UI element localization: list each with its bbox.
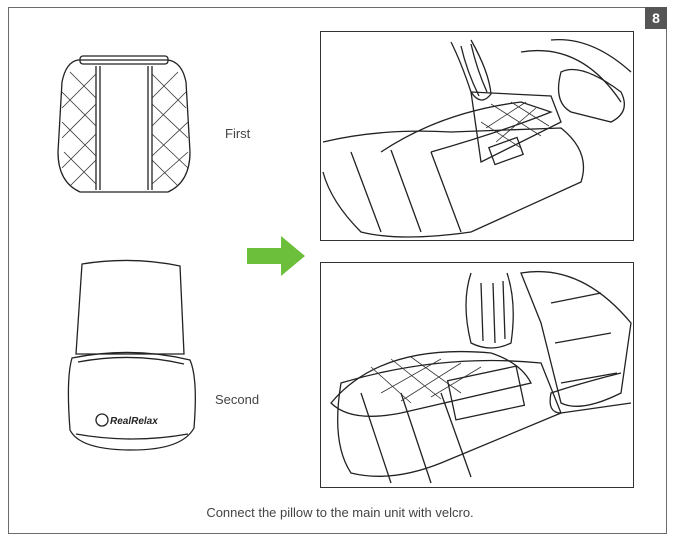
pillow-front-illustration <box>57 55 191 193</box>
step-second-illustration <box>320 262 634 488</box>
step-first-illustration <box>320 31 634 241</box>
right-arrow-icon <box>247 236 305 276</box>
label-second: Second <box>215 392 260 407</box>
label-first: First <box>225 126 251 141</box>
page-number-badge: 8 <box>645 7 667 29</box>
brand-logo-text: RealRelax <box>110 416 158 427</box>
pillow-back-illustration: RealRelax <box>67 259 196 451</box>
instruction-caption: Connect the pillow to the main unit with… <box>206 505 474 520</box>
page-frame <box>8 7 667 534</box>
